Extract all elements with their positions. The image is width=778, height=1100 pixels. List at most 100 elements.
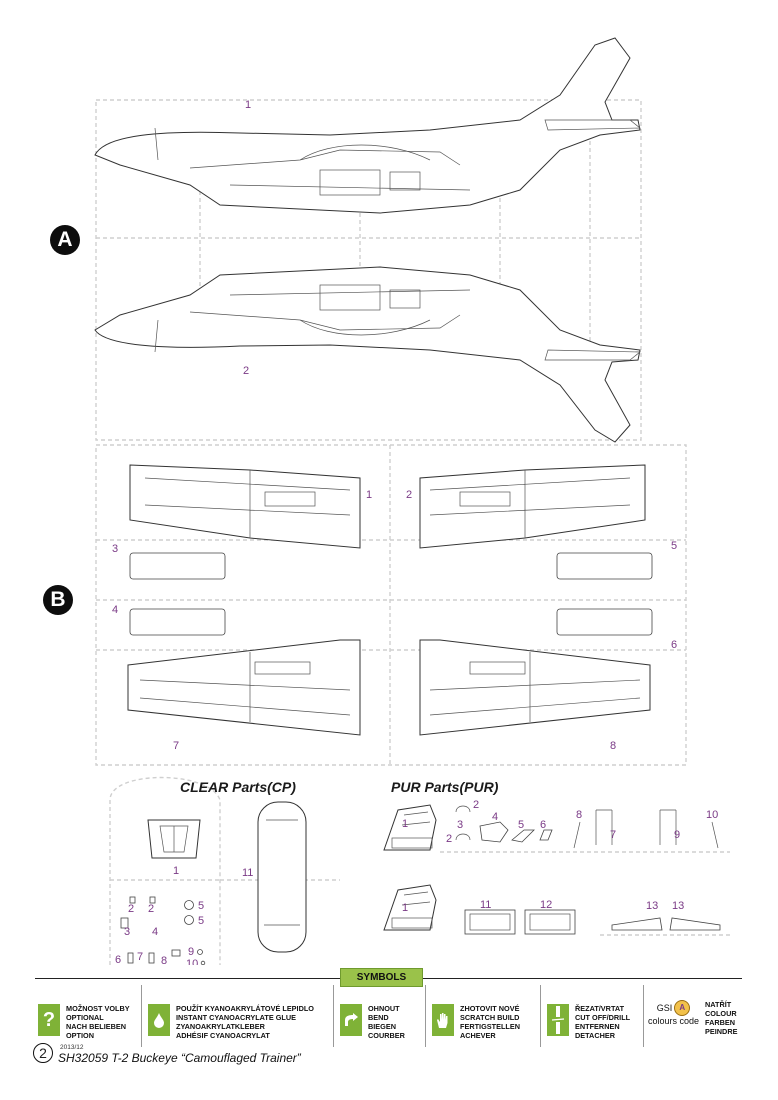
legend-separator <box>425 985 426 1047</box>
fuselage-half-1-intake <box>299 144 431 161</box>
footer-date: 2013/12 <box>60 1044 84 1051</box>
fuselage-half-2-panel-line <box>229 289 471 296</box>
fuselage-half-1-panel-line <box>229 184 471 191</box>
fuselage-half-2-cockpit-detail <box>319 284 381 311</box>
part-label: 3 <box>457 819 463 831</box>
pur-arc-part <box>455 805 471 813</box>
legend-scratch: ZHOTOVIT NOVÉ SCRATCH BUILD FERTIGSTELLE… <box>432 1004 520 1040</box>
pur-part-5 <box>511 829 535 843</box>
wing-part-b7 <box>127 639 361 736</box>
part-label: 2 <box>128 903 134 915</box>
clear-part-canopy <box>257 801 307 953</box>
pur-part-13a <box>611 917 663 931</box>
fuselage-half-1-cockpit-detail <box>389 171 421 191</box>
clear-small-parts <box>120 896 206 965</box>
fuselage-half-1-tailplane <box>544 119 641 131</box>
legend-scratch-text: ZHOTOVIT NOVÉ SCRATCH BUILD FERTIGSTELLE… <box>460 1004 520 1040</box>
legend-optional-text: MOŽNOST VOLBY OPTIONAL NACH BELIEBEN OPT… <box>66 1004 130 1040</box>
part-label: 10 <box>706 809 718 821</box>
part-label: 2 <box>243 365 249 377</box>
wing-part-b8-outline <box>419 639 651 736</box>
legend-cut-text: ŘEZAT/VRTAT CUT OFF/DRILL ENTFERNEN DETA… <box>575 1004 631 1040</box>
part-b6 <box>556 608 653 636</box>
pur-part-11 <box>464 909 516 935</box>
wing-part-b2-detail <box>429 470 631 538</box>
part-label: 7 <box>173 740 179 752</box>
fuselage-half-2-cockpit-detail <box>389 289 421 309</box>
fuselage-half-1-panel-line <box>154 127 159 161</box>
clear-small-part <box>171 949 181 957</box>
part-label: 9 <box>188 946 194 958</box>
part-label: 1 <box>402 902 408 914</box>
fuselage-half-1-cockpit-detail <box>319 169 381 196</box>
wing-part-b7-detail <box>139 652 351 722</box>
part-b5 <box>556 552 653 580</box>
clear-small-part <box>127 952 134 964</box>
part-label: 2 <box>148 903 154 915</box>
seat-2-outline <box>383 884 437 931</box>
sprue-a-frame <box>95 99 642 441</box>
part-b4 <box>129 608 226 636</box>
wing-part-b2-bay <box>459 491 511 507</box>
pur-small-parts <box>455 805 721 935</box>
pur-part-12-detail <box>529 913 571 931</box>
legend-separator <box>540 985 541 1047</box>
part-label: 1 <box>245 99 251 111</box>
fuselage-half-2-intake <box>299 319 431 336</box>
section-a-badge: A <box>50 225 80 255</box>
question-mark-icon: ? <box>38 1004 60 1036</box>
section-b-badge: B <box>43 585 73 615</box>
part-label: 13 <box>646 900 658 912</box>
pur-part-11-detail <box>469 913 511 931</box>
part-label: 11 <box>242 867 253 879</box>
part-label: 3 <box>112 543 118 555</box>
part-label: 5 <box>198 915 204 927</box>
fuselage-half-1-outline <box>94 37 641 214</box>
legend-optional: ? MOŽNOST VOLBY OPTIONAL NACH BELIEBEN O… <box>38 1004 130 1040</box>
fuselage-half-2-panel-line <box>154 319 159 353</box>
part-label: 5 <box>518 819 524 831</box>
wing-part-b8-panel <box>469 661 526 675</box>
sprue-b <box>95 444 687 766</box>
legend-paint-text: NATŘÍT COLOUR FARBEN PEINDRE <box>705 1000 738 1036</box>
part-label: 7 <box>610 829 616 841</box>
instruction-sheet: 1 2 1 2 3 4 5 6 7 8 <box>94 37 730 965</box>
legend-bend-text: OHNOUT BEND BIEGEN COURBER <box>368 1004 405 1040</box>
cut-drill-icon <box>547 1004 569 1036</box>
clear-small-part <box>148 952 155 964</box>
part-label: 6 <box>671 639 677 651</box>
wing-part-b1-bay <box>264 491 316 507</box>
part-label: 8 <box>576 809 582 821</box>
part-label: 2 <box>406 489 412 501</box>
legend-separator <box>333 985 334 1047</box>
clear-part-windscreen <box>147 819 201 859</box>
fuselage-half-2-panel-line <box>189 311 461 331</box>
pur-ejection-seat-2 <box>383 884 437 931</box>
pur-part-6 <box>539 829 553 841</box>
clear-small-part <box>129 896 136 904</box>
canopy-outline <box>257 801 307 953</box>
seat-2-detail <box>401 891 431 906</box>
windscreen-detail <box>159 825 189 853</box>
seat-1-base <box>391 837 433 849</box>
fuselage-half-2-tailplane <box>544 349 641 361</box>
part-label: 5 <box>671 540 677 552</box>
legend-bend: OHNOUT BEND BIEGEN COURBER <box>340 1004 405 1040</box>
canopy-frame-line <box>264 819 300 926</box>
legend-glue: POUŽÍT KYANOAKRYLÁTOVÉ LEPIDLO INSTANT C… <box>148 1004 314 1040</box>
wing-part-b8-detail <box>429 652 641 722</box>
legend-separator <box>141 985 142 1047</box>
wing-part-b2-outline <box>419 464 646 549</box>
part-label: 1 <box>366 489 372 501</box>
legend-cut: ŘEZAT/VRTAT CUT OFF/DRILL ENTFERNEN DETA… <box>547 1004 630 1040</box>
page-number: 2 <box>33 1043 53 1063</box>
part-label: 7 <box>137 951 143 963</box>
part-label: 2 <box>473 799 479 811</box>
wing-part-b1 <box>129 464 361 549</box>
part-label: 5 <box>198 900 204 912</box>
pur-part-9-10 <box>659 809 719 849</box>
pur-sprue <box>440 851 730 936</box>
glue-drop-icon <box>148 1004 170 1036</box>
wing-part-b1-outline <box>129 464 361 549</box>
fuselage-half-2-outline <box>94 266 641 443</box>
